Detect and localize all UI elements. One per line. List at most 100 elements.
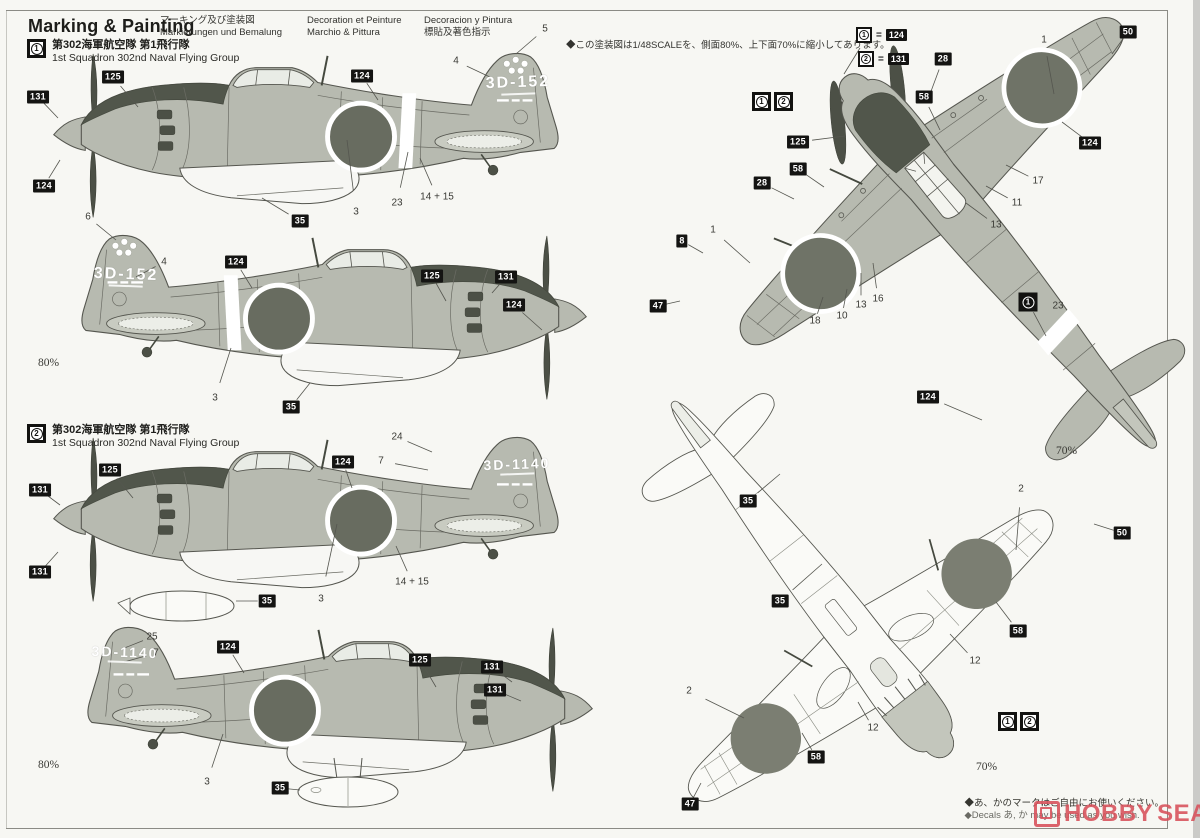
callout-7: 7 (153, 647, 159, 659)
callout-50: 50 (1119, 25, 1137, 39)
callout-125: 125 (409, 653, 431, 667)
pair-marker-2: 2 (774, 92, 793, 111)
scale-note: ◆この塗装図は1/48SCALEを、側面80%、上下面70%に縮小してあります。 (566, 40, 890, 51)
callout-124: 124 (33, 179, 55, 193)
title-jp: マーキング及び塗装図 (160, 15, 255, 26)
callout-47: 47 (681, 797, 699, 811)
title-de: Markierungen und Bemalung (160, 27, 282, 38)
scale-label-top: 70% (1056, 445, 1078, 457)
callout-13: 13 (990, 219, 1002, 231)
watermark-text-hobby: HOBBY (1064, 800, 1154, 827)
watermark-text-search: SEARCH (1157, 800, 1200, 827)
section-2-header: 2 第302海軍航空隊 第1飛行隊 1st Squadron 302nd Nav… (27, 424, 239, 450)
callout-2: 2 (686, 685, 692, 697)
callout-124: 124 (503, 298, 525, 312)
hobby-search-logo-icon (1034, 801, 1060, 827)
callout-50: 50 (1113, 526, 1131, 540)
callout-14+15: 14 + 15 (420, 191, 454, 203)
callout-1: 1 (1018, 292, 1038, 312)
callout-7: 7 (378, 455, 384, 467)
legend-marker-1: 1 (856, 27, 872, 43)
callout-14+15: 14 + 15 (395, 576, 429, 588)
scale-label-side4: 80% (38, 759, 60, 771)
equals-sign: = (876, 29, 882, 41)
border-left (6, 10, 7, 829)
tail-code-view2: 3D-152 (74, 264, 179, 289)
callout-131: 131 (27, 90, 49, 104)
border-top (6, 10, 1168, 11)
legend-value-2: 131 (887, 53, 909, 65)
callout-17: 17 (1032, 175, 1044, 187)
page-title: Marking & Painting (28, 16, 195, 36)
callout-47: 47 (649, 299, 667, 313)
title-es: Decoracion y Pintura (424, 15, 513, 26)
callout-16: 16 (872, 293, 884, 305)
callout-131: 131 (495, 270, 517, 284)
callout-131: 131 (29, 483, 51, 497)
drop-tank-view3 (117, 590, 235, 622)
callout-24: 24 (391, 431, 403, 443)
callout-35: 35 (282, 400, 300, 414)
border-bottom (6, 828, 1168, 829)
tail-code-view4: 3D-1140 (70, 642, 181, 665)
scale-label-bottom: 70% (976, 761, 998, 773)
callout-23: 23 (391, 197, 403, 209)
section-1-header: 1 第302海軍航空隊 第1飛行隊 1st Squadron 302nd Nav… (27, 39, 239, 65)
callout-8: 8 (676, 234, 688, 248)
callout-12: 12 (867, 722, 879, 734)
callout-124: 124 (225, 255, 247, 269)
equals-sign: = (878, 53, 884, 65)
tail-code-view1: 3D-152 (466, 72, 571, 97)
callout-124: 124 (217, 640, 239, 654)
title-zh: 標貼及著色指示 (424, 27, 491, 38)
callout-1: 1 (710, 224, 716, 236)
header-col-jp-de: マーキング及び塗装図 Markierungen und Bemalung (160, 15, 282, 39)
callout-25: 25 (146, 631, 158, 643)
callout-1: 1 (1041, 34, 1047, 46)
callout-2: 2 (1018, 483, 1024, 495)
callout-28: 28 (753, 176, 771, 190)
scan-edge (1193, 0, 1200, 838)
section-1-marker: 1 (27, 39, 46, 58)
plan-top-scheme-markers: 1 2 (752, 92, 793, 111)
callout-3: 3 (318, 593, 324, 605)
pair-marker-1: 1 (998, 712, 1017, 731)
callout-35: 35 (271, 781, 289, 795)
section-2-title-en: 1st Squadron 302nd Naval Flying Group (52, 437, 240, 449)
callout-5: 5 (542, 23, 548, 35)
callout-125: 125 (421, 269, 443, 283)
section-2-marker: 2 (27, 424, 46, 443)
legend-row-1: 1 = 124 (856, 27, 907, 43)
pair-marker-2: 2 (1020, 712, 1039, 731)
hobby-search-watermark: HOBBY SEARCH (1034, 800, 1200, 828)
callout-28: 28 (934, 52, 952, 66)
callout-124: 124 (351, 69, 373, 83)
callout-124: 124 (1079, 136, 1101, 150)
callout-125: 125 (102, 70, 124, 84)
callout-58: 58 (1009, 624, 1027, 638)
header-col-es-zh: Decoracion y Pintura 標貼及著色指示 (424, 15, 512, 39)
callout-131: 131 (481, 660, 503, 674)
section-1-title-en: 1st Squadron 302nd Naval Flying Group (52, 52, 240, 64)
callout-124: 124 (917, 390, 939, 404)
callout-10: 10 (836, 310, 848, 322)
callout-35: 35 (771, 594, 789, 608)
border-right (1167, 10, 1168, 829)
callout-11: 11 (1011, 197, 1023, 209)
callout-35: 35 (258, 594, 276, 608)
callout-3: 3 (204, 776, 210, 788)
callout-131: 131 (29, 565, 51, 579)
callout-12: 12 (969, 655, 981, 667)
callout-4: 4 (453, 55, 459, 67)
scale-label-side2: 80% (38, 357, 60, 369)
legend-value-1: 124 (885, 29, 907, 41)
callout-18: 18 (809, 315, 821, 327)
footer-note-en: ◆Decals あ, か may be used as you wish. (964, 810, 1140, 821)
callout-125: 125 (787, 135, 809, 149)
callout-4: 4 (161, 256, 167, 268)
callout-3: 3 (212, 392, 218, 404)
callout-6: 6 (85, 211, 91, 223)
